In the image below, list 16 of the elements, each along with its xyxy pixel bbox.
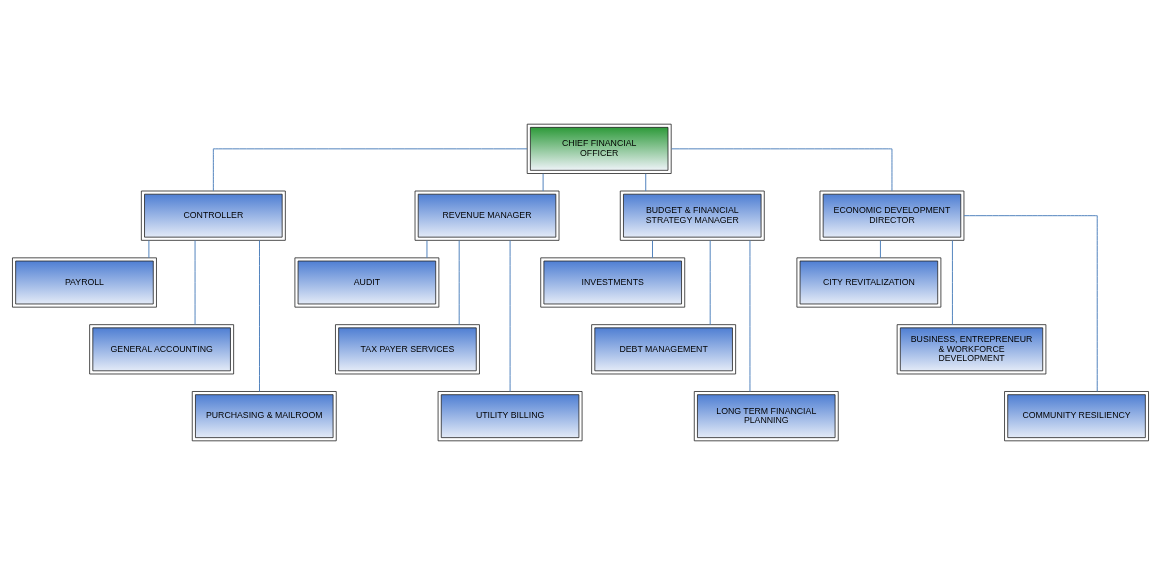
connector — [259, 239, 260, 392]
connector — [709, 240, 711, 326]
connector — [951, 240, 953, 326]
connector — [194, 240, 196, 326]
connector — [148, 240, 150, 259]
connector — [671, 148, 893, 192]
connector — [749, 239, 751, 392]
connector — [645, 173, 647, 192]
connector — [879, 240, 881, 259]
connector — [509, 239, 511, 392]
connector — [542, 173, 544, 192]
connector — [963, 215, 1098, 392]
connector — [458, 240, 460, 326]
connector — [652, 240, 653, 259]
connector — [426, 240, 428, 259]
connector — [212, 148, 528, 192]
